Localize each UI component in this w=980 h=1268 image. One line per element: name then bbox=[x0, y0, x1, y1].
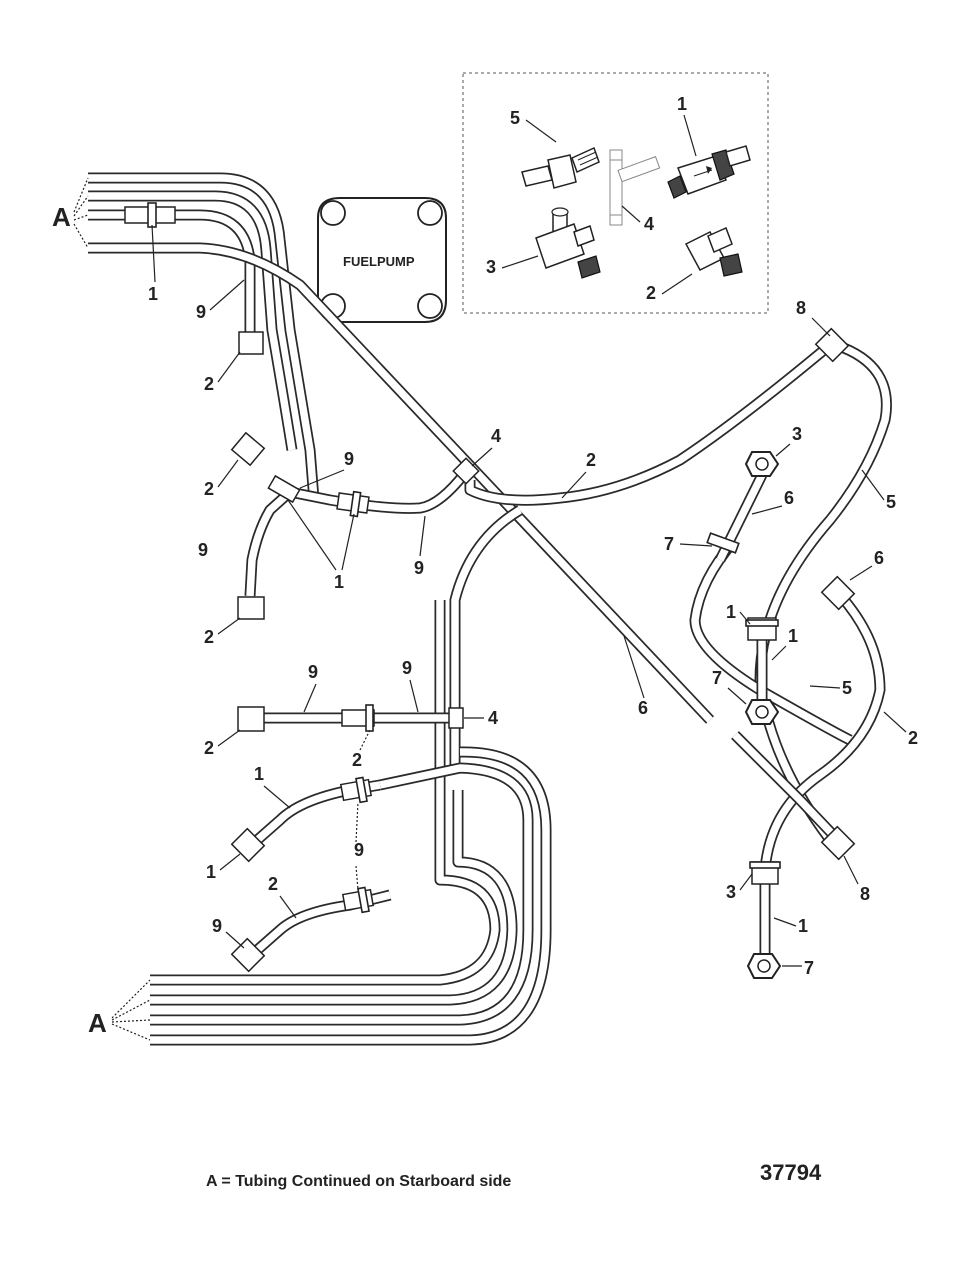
callout-1-f: 1 bbox=[726, 602, 736, 622]
callout-8-b: 6 bbox=[638, 698, 648, 718]
callout-6-a: 5 bbox=[886, 492, 896, 512]
inset-straight-fitting-5 bbox=[521, 146, 600, 189]
callout-2-a: 2 bbox=[204, 374, 214, 394]
cap-2-d bbox=[237, 706, 265, 732]
callout-7-a: 6 bbox=[784, 488, 794, 508]
callout-9-d: 9 bbox=[414, 558, 424, 578]
callout-9-a: 9 bbox=[196, 302, 206, 322]
inset-callout-4: 4 bbox=[644, 214, 654, 234]
figure-number: 37794 bbox=[760, 1160, 822, 1185]
callout-2-e: 1 bbox=[206, 862, 216, 882]
callout-5-a: 3 bbox=[792, 424, 802, 444]
callout-1-d: 9 bbox=[354, 840, 364, 860]
callout-9-e: 9 bbox=[308, 662, 318, 682]
callouts: 1 9 2 2 9 9 1 9 4 2 2 9 9 4 2 1 9 1 bbox=[148, 224, 918, 978]
cap-2-e bbox=[230, 827, 266, 863]
callout-8-a: 2 bbox=[586, 450, 596, 470]
callout-4-a: 4 bbox=[491, 426, 501, 446]
fittings bbox=[124, 202, 856, 979]
callout-1-g: 3 bbox=[726, 882, 736, 902]
inset-elbow-fitting-2 bbox=[684, 226, 743, 277]
fitting-3-bottom bbox=[820, 825, 856, 861]
nut-5-bottom bbox=[746, 953, 782, 979]
valve-mid-left bbox=[267, 474, 301, 504]
callout-1-c: 2 bbox=[352, 750, 362, 770]
cap-2-c bbox=[230, 431, 266, 467]
callout-9-g: 1 bbox=[254, 764, 264, 784]
callout-3-b: 8 bbox=[860, 884, 870, 904]
cap-2-f bbox=[230, 937, 266, 973]
fuel-pump-plate: FUELPUMP bbox=[317, 197, 447, 323]
callout-1-e: 7 bbox=[664, 534, 674, 554]
inset-check-valve-1 bbox=[667, 145, 751, 199]
callout-5-b: 7 bbox=[712, 668, 722, 688]
nut-5-top bbox=[744, 451, 780, 477]
inset-callout-3: 3 bbox=[486, 257, 496, 277]
callout-2-b: 2 bbox=[204, 479, 214, 499]
inset-callout-1: 1 bbox=[677, 94, 687, 114]
callout-6-b: 5 bbox=[842, 678, 852, 698]
inset-callout-5: 5 bbox=[510, 108, 520, 128]
callout-9-b: 9 bbox=[344, 449, 354, 469]
callout-5-c: 7 bbox=[804, 958, 814, 978]
inset-callout-2: 2 bbox=[646, 283, 656, 303]
nut-5-mid bbox=[744, 699, 780, 725]
callout-1-b: 1 bbox=[334, 572, 344, 592]
callout-2-c: 2 bbox=[204, 627, 214, 647]
callout-9-h: 2 bbox=[268, 874, 278, 894]
cap-2-g bbox=[820, 575, 856, 611]
callout-7-c: 1 bbox=[798, 916, 808, 936]
cap-2-b bbox=[237, 596, 265, 620]
fuel-pump-label: FUELPUMP bbox=[343, 254, 415, 269]
fitting-3-top bbox=[814, 327, 850, 363]
callout-1-a: 1 bbox=[148, 284, 158, 304]
section-mark-a-top: A bbox=[52, 202, 71, 232]
tubing-network bbox=[88, 172, 892, 1046]
callout-2-f: 9 bbox=[212, 916, 222, 936]
callout-9-f: 9 bbox=[402, 658, 412, 678]
callout-9-c: 9 bbox=[198, 540, 208, 560]
section-mark-a-bottom: A bbox=[88, 1008, 107, 1038]
callout-6-c: 2 bbox=[908, 728, 918, 748]
callout-2-g: 6 bbox=[874, 548, 884, 568]
inset-parts-box: 5 1 4 3 2 bbox=[462, 72, 769, 314]
inset-tee-4 bbox=[609, 149, 661, 226]
callout-4-b: 4 bbox=[488, 708, 498, 728]
callout-2-d: 2 bbox=[204, 738, 214, 758]
footer-note: A = Tubing Continued on Starboard side bbox=[206, 1173, 512, 1190]
inset-tee-fitting-3 bbox=[535, 207, 601, 279]
tee-4-lower bbox=[448, 707, 464, 729]
callout-7-b: 1 bbox=[788, 626, 798, 646]
callout-3-a: 8 bbox=[796, 298, 806, 318]
tee-4-upper bbox=[452, 457, 480, 485]
cap-2-a bbox=[238, 331, 264, 355]
top-left-tubes bbox=[88, 172, 715, 724]
